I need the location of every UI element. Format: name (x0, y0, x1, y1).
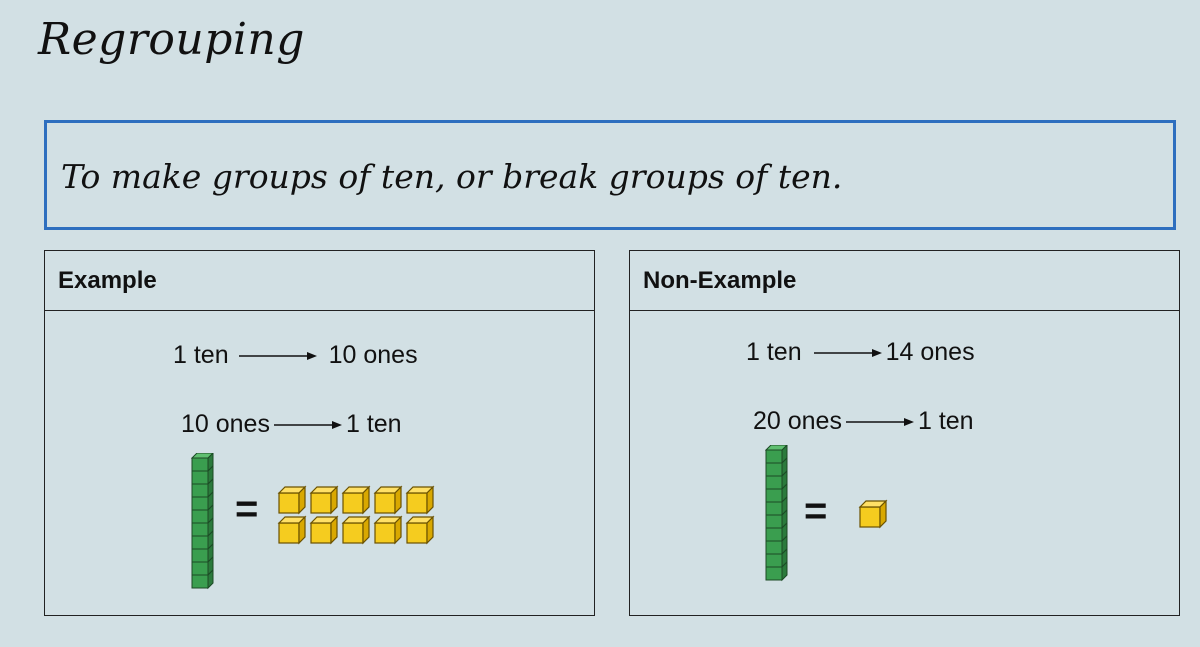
unit-cube (405, 485, 435, 515)
non-example-line-1: 1 ten 14 ones (746, 338, 975, 367)
unit-cube (341, 515, 371, 545)
example-header: Example (45, 251, 594, 311)
non-example-line-1-right: 14 ones (885, 338, 975, 366)
unit-cube (341, 485, 371, 515)
rod-unit (191, 568, 214, 590)
non-example-line-2: 20 ones 1 ten (753, 407, 974, 436)
non-example-line-2-right: 1 ten (917, 407, 974, 435)
rod-unit (191, 542, 214, 564)
example-line-2-left: 10 ones (181, 410, 270, 438)
example-line-1-right: 10 ones (328, 341, 418, 369)
arrow-right-icon (238, 351, 317, 360)
example-line-2-right: 1 ten (345, 410, 402, 438)
unit-cube-icon (858, 499, 888, 529)
unit-cube (858, 499, 888, 529)
rod-unit (191, 477, 214, 499)
definition-text: To make groups of ten, or break groups o… (61, 157, 843, 196)
unit-cube (373, 485, 403, 515)
rod-unit (765, 560, 788, 582)
non-example-line-2-left: 20 ones (753, 407, 842, 435)
definition-box: To make groups of ten, or break groups o… (44, 120, 1176, 230)
example-line-1-left: 1 ten (173, 341, 229, 369)
rod-unit (191, 503, 214, 525)
arrow-right-icon (845, 417, 914, 426)
example-panel: Example 1 ten 10 ones 10 ones 1 ten = (44, 250, 595, 616)
equals-sign: = (235, 487, 259, 531)
rod-unit (765, 445, 788, 465)
unit-cube (309, 485, 339, 515)
arrow-right-icon (813, 348, 882, 357)
example-body: 1 ten 10 ones 10 ones 1 ten = (45, 311, 594, 616)
non-example-header-label: Non-Example (643, 266, 797, 294)
example-line-2: 10 ones 1 ten (181, 410, 402, 439)
unit-cube (277, 485, 307, 515)
rod-unit (191, 453, 214, 473)
unit-cube (277, 515, 307, 545)
non-example-body: 1 ten 14 ones 20 ones 1 ten = (630, 311, 1179, 616)
unit-cube (373, 515, 403, 545)
non-example-panel: Non-Example 1 ten 14 ones 20 ones 1 ten … (629, 250, 1180, 616)
equals-sign: = (804, 489, 828, 533)
non-example-line-1-left: 1 ten (746, 338, 802, 366)
unit-cube (309, 515, 339, 545)
unit-cube (405, 515, 435, 545)
example-header-label: Example (58, 266, 157, 294)
example-line-1: 1 ten 10 ones (173, 341, 418, 370)
page-title: Regrouping (38, 14, 305, 65)
non-example-header: Non-Example (630, 251, 1179, 311)
ten-rod-icon (765, 445, 788, 582)
rod-unit (191, 529, 214, 551)
arrow-right-icon (273, 420, 342, 429)
ten-rod-icon (191, 453, 214, 590)
unit-cubes-icon (277, 485, 435, 545)
